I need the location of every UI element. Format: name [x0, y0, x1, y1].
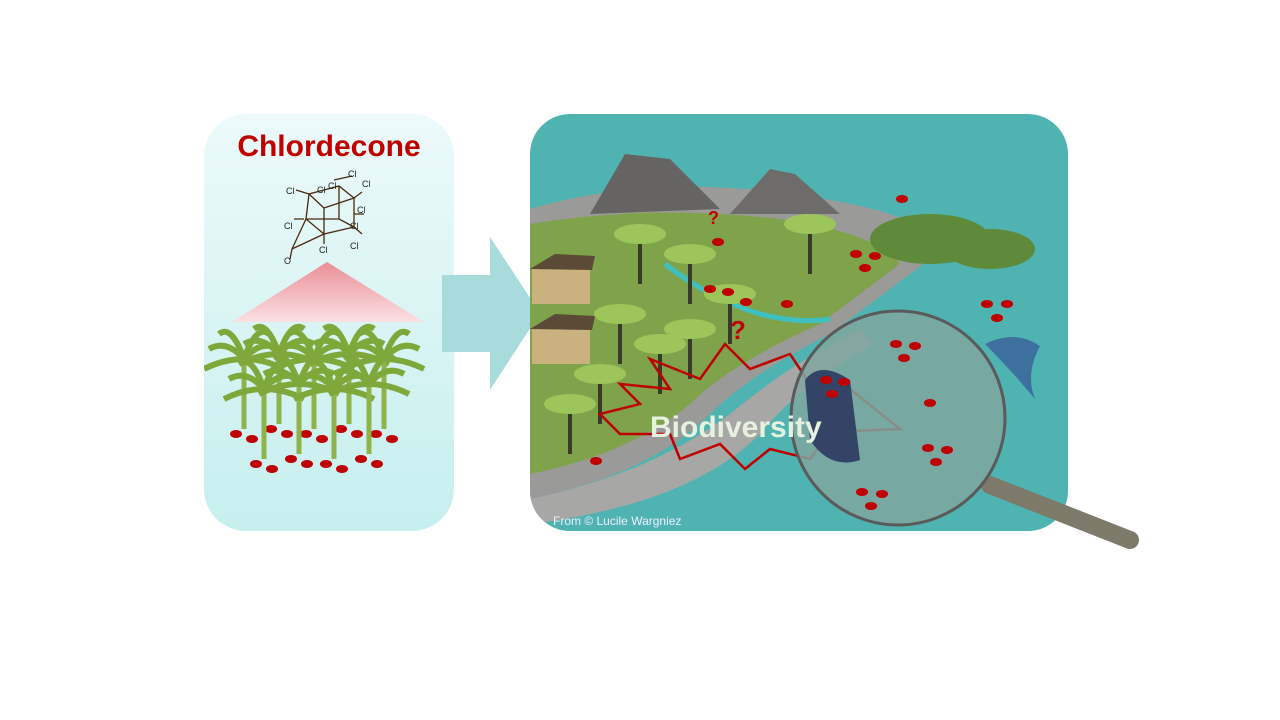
molecule-structure [289, 175, 364, 260]
contaminant-dots [590, 195, 1013, 465]
palm-tree [664, 244, 716, 304]
contaminant-dot [869, 252, 881, 260]
banana-plant [327, 353, 411, 468]
contaminant-dot [740, 298, 752, 306]
contaminant-dot [371, 460, 383, 468]
contaminant-dot [335, 425, 347, 433]
cl-label: Cl [348, 169, 357, 179]
island-scene: ? ? [530, 154, 1040, 524]
biodiversity-label: Biodiversity [650, 411, 822, 444]
contaminant-dot [722, 288, 734, 296]
cl-label: Cl [350, 241, 359, 251]
contaminant-dot [320, 460, 332, 468]
chlordecone-molecule-and-plantation: Cl Cl Cl Cl Cl Cl Cl Cl Cl Cl O [204, 169, 426, 473]
contaminant-dot [781, 300, 793, 308]
contaminant-dot [355, 455, 367, 463]
mangrove [870, 214, 1035, 269]
banana-plant [292, 358, 376, 473]
o-label: O [284, 256, 291, 266]
contaminant-dot [896, 195, 908, 203]
cl-label: Cl [350, 221, 359, 231]
palm-tree [634, 334, 686, 394]
contaminant-dot [370, 430, 382, 438]
cl-label: Cl [357, 205, 366, 215]
chlordecone-panel: Chlordecone Cl Cl Cl Cl Cl Cl Cl Cl Cl C… [204, 114, 454, 531]
palm-tree [614, 224, 666, 284]
contaminant-dot [230, 430, 242, 438]
chlordecone-title: Chlordecone [237, 130, 421, 163]
magnifier-handle [981, 476, 1139, 549]
cl-label: Cl [328, 181, 337, 191]
contaminant-dot [859, 264, 871, 272]
contaminant-dot [850, 250, 862, 258]
contaminant-dot [301, 460, 313, 468]
volcano [730, 169, 840, 214]
contaminant-dot [981, 300, 993, 308]
contaminant-dot [336, 465, 348, 473]
palm-tree [784, 214, 836, 274]
contaminant-dot [300, 430, 312, 438]
contaminant-dot [351, 430, 363, 438]
volcano [590, 154, 720, 214]
cl-label: Cl [362, 179, 371, 189]
palm-tree [594, 304, 646, 364]
contaminant-dot [386, 435, 398, 443]
contaminant-dot [991, 314, 1003, 322]
banana-plantation [204, 323, 426, 473]
contaminant-dot [250, 460, 262, 468]
contaminant-dot [266, 465, 278, 473]
contaminant-dot [1001, 300, 1013, 308]
contaminant-dot [704, 285, 716, 293]
cl-label: Cl [286, 186, 295, 196]
contaminant-dot [281, 430, 293, 438]
contaminant-dot [246, 435, 258, 443]
palm-trees [544, 214, 836, 454]
question-mark: ? [708, 208, 719, 228]
cl-label: Cl [319, 245, 328, 255]
contaminant-dot [265, 425, 277, 433]
contaminant-dot [590, 457, 602, 465]
contaminant-dot [285, 455, 297, 463]
image-credit: From © Lucile Wargniez [553, 514, 682, 528]
cl-label: Cl [284, 221, 293, 231]
contaminant-dot [316, 435, 328, 443]
house [532, 329, 590, 364]
contaminant-dot [712, 238, 724, 246]
palm-tree [664, 319, 716, 379]
mussels [805, 370, 860, 463]
dispersion-triangle [232, 262, 424, 322]
house [532, 269, 590, 304]
question-mark: ? [730, 315, 746, 345]
dolphin [985, 336, 1040, 399]
magnifier-lens [789, 309, 1007, 527]
cl-label: Cl [317, 185, 326, 195]
palm-tree [544, 394, 596, 454]
